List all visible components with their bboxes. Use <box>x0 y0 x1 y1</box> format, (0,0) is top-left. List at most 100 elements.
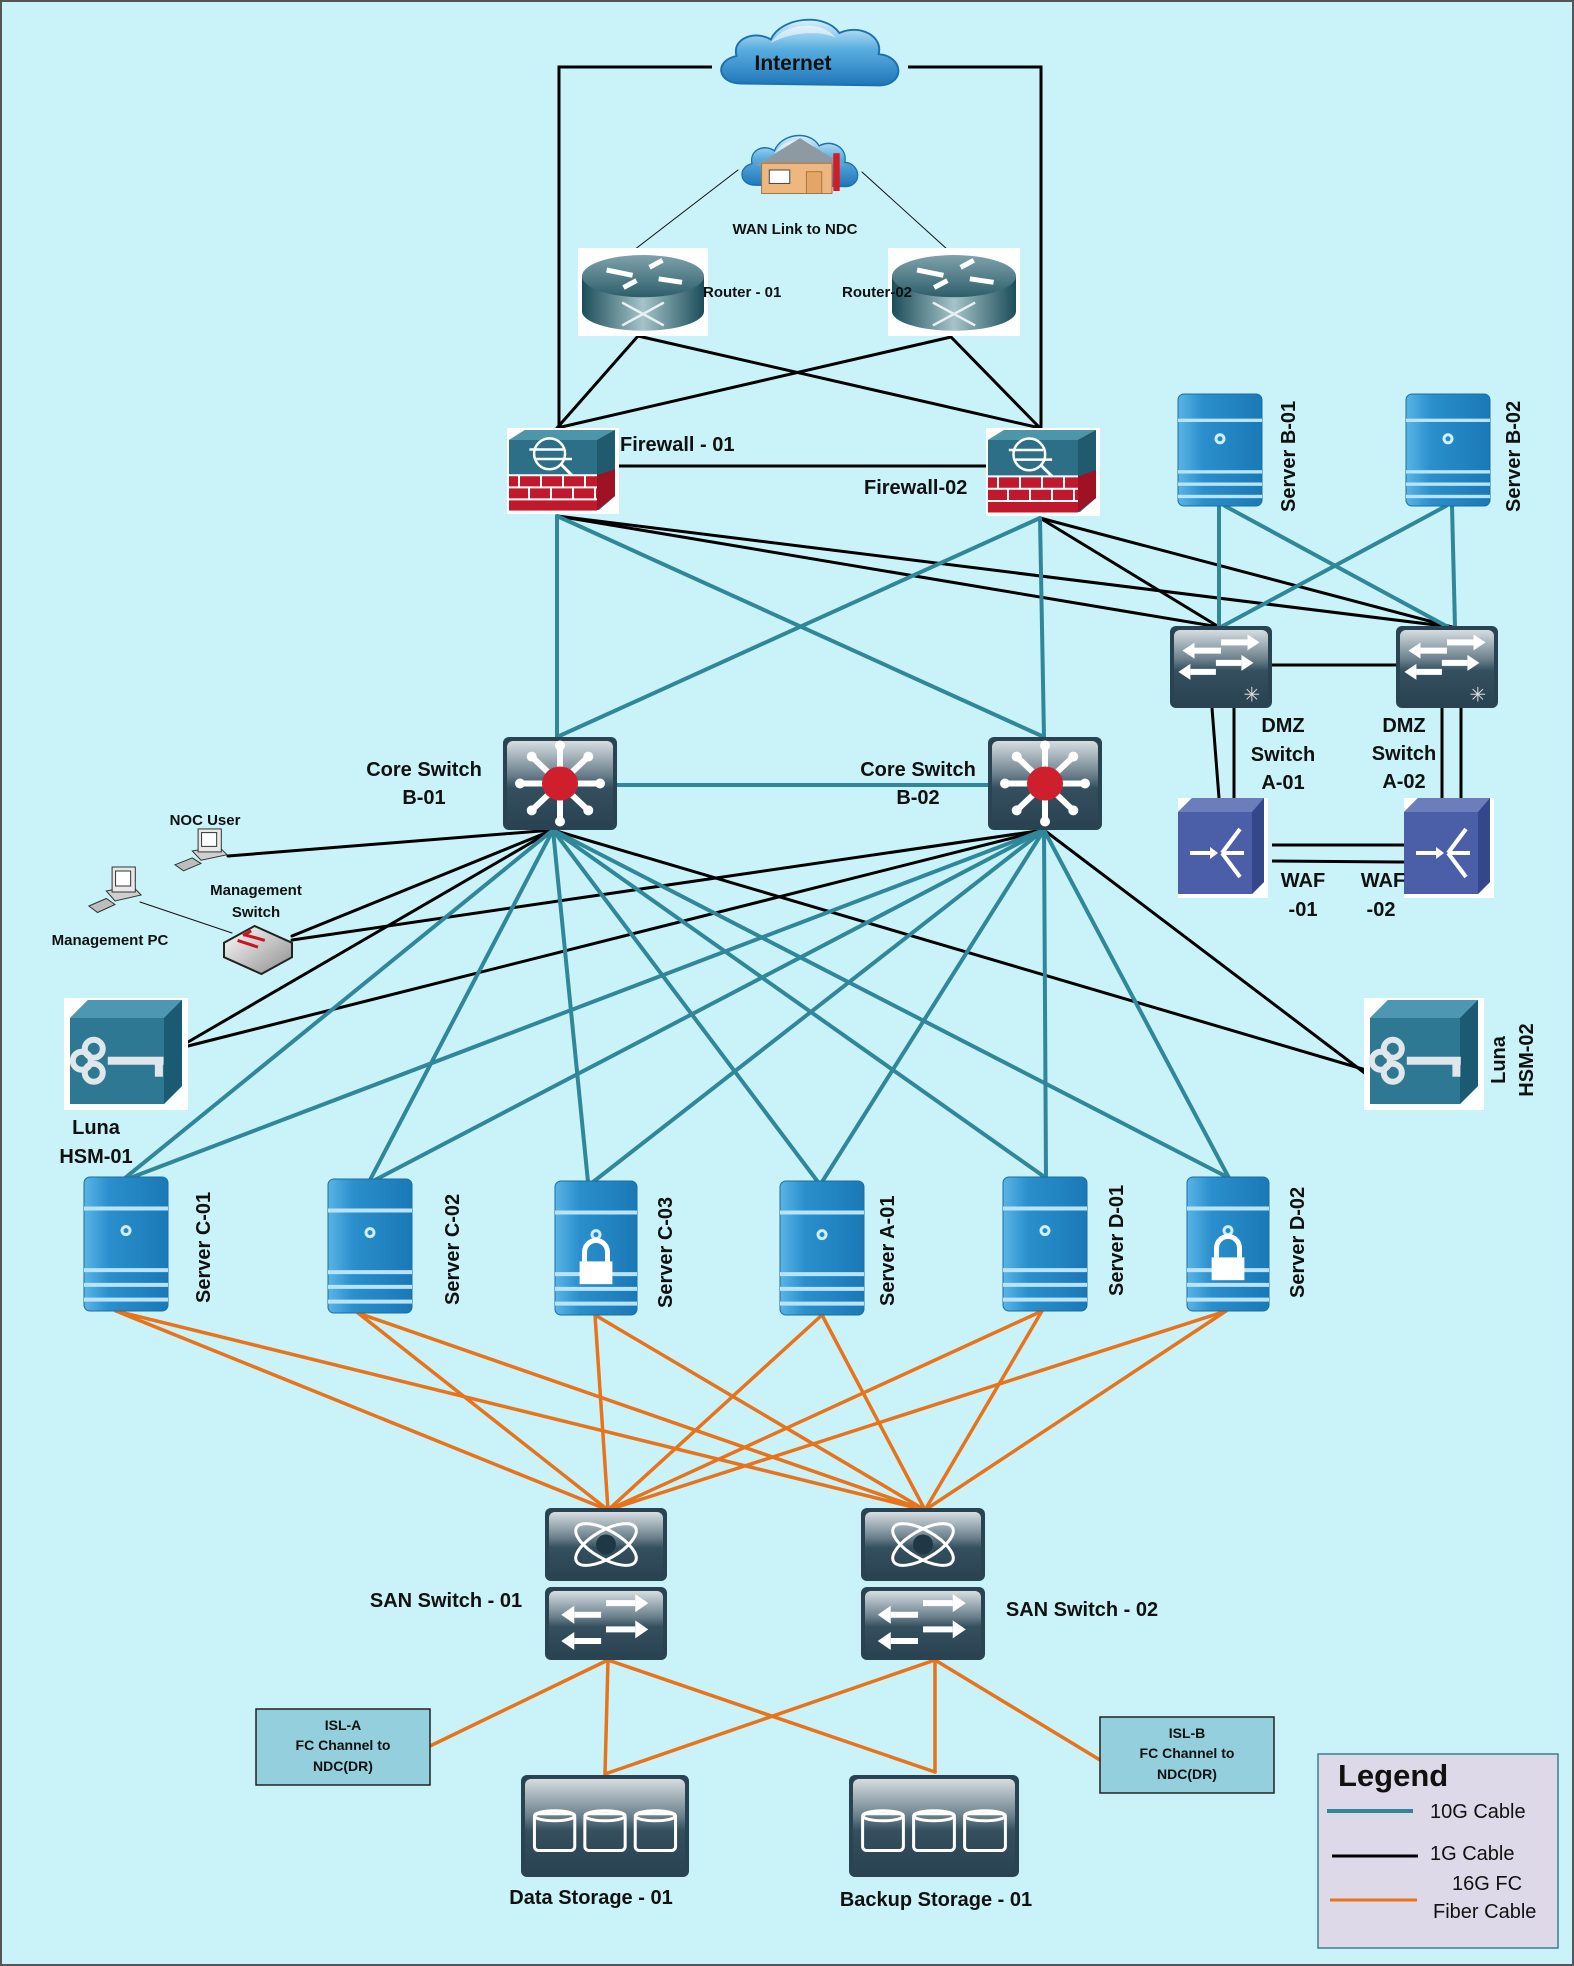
link-fw2-dmz1 <box>1038 516 1221 629</box>
link-internet-fw2 <box>908 65 1043 428</box>
link-srvC3-san2 <box>593 1313 927 1512</box>
hsm2-label-2: HSM-02 <box>1516 1023 1538 1096</box>
hsm1-label-2: HSM-01 <box>59 1146 132 1168</box>
link-fw1-dmz2 <box>555 514 1454 629</box>
ds1-node[interactable] <box>521 1775 689 1877</box>
layer3-switch-icon <box>503 737 617 830</box>
dmz1-node[interactable]: ✳ <box>1170 626 1272 708</box>
noc-node[interactable] <box>173 828 229 872</box>
san1-node[interactable] <box>545 1508 667 1660</box>
hsm1-label-1: Luna <box>72 1117 121 1139</box>
link-core2-srvD2 <box>1042 828 1231 1180</box>
dmz2-label-2: Switch <box>1372 743 1436 765</box>
legend-label-1g: 1G Cable <box>1430 1843 1515 1865</box>
nodes-layer: ✳✳ <box>64 18 1498 1877</box>
fw1-label: Firewall - 01 <box>620 434 735 456</box>
storage-array-icon <box>521 1775 689 1877</box>
wan-node[interactable] <box>741 134 859 195</box>
san2-node[interactable] <box>861 1508 985 1660</box>
link-core2-srvA1 <box>820 828 1046 1184</box>
internet-node[interactable] <box>720 18 900 87</box>
srvD2-label: Server D-02 <box>1287 1187 1309 1298</box>
svg-text:✳: ✳ <box>1243 684 1260 706</box>
link-core1-hsm2 <box>551 828 1368 1072</box>
waf1-label-1: WAF <box>1281 870 1325 892</box>
srvD2-node[interactable] <box>1186 1176 1270 1312</box>
workgroup-switch-icon <box>223 924 293 976</box>
srvA1-node[interactable] <box>779 1180 865 1316</box>
server-icon <box>1405 393 1491 507</box>
mgmtsw-node[interactable] <box>223 924 293 976</box>
bs1-label: Backup Storage - 01 <box>840 1889 1032 1911</box>
core1-node[interactable] <box>503 737 617 830</box>
srvB1-node[interactable] <box>1177 393 1263 507</box>
srvB2-node[interactable] <box>1405 393 1491 507</box>
link-core1-srvD2 <box>551 828 1231 1180</box>
san1-label: SAN Switch - 01 <box>370 1590 522 1612</box>
hsm1-node[interactable] <box>64 998 188 1110</box>
link-srvC1-san2 <box>114 1309 927 1512</box>
server-icon <box>1002 1176 1088 1312</box>
server-icon <box>1177 393 1263 507</box>
srvC3-label: Server C-03 <box>655 1197 677 1308</box>
storage-array-icon <box>849 1775 1019 1877</box>
fw2-node[interactable] <box>986 428 1100 516</box>
link-router1-fw1 <box>555 334 640 430</box>
hsm2-node[interactable] <box>1364 998 1484 1110</box>
hsm2-label-1: Luna <box>1488 1035 1510 1084</box>
core2-node[interactable] <box>988 737 1102 830</box>
link-dmz1-waf1-1 <box>1210 707 1221 799</box>
noc-label: NOC User <box>170 812 241 829</box>
srvC1-node[interactable] <box>83 1176 169 1312</box>
link-fw2-dmz2 <box>1038 516 1454 629</box>
legend-label-10g: 10G Cable <box>1430 1801 1526 1823</box>
link-san1-ds1 <box>603 1658 610 1776</box>
islB-label-3: NDC(DR) <box>1157 1766 1217 1782</box>
legend-label-fc-1: 16G FC <box>1452 1873 1522 1895</box>
layer3-switch-icon <box>988 737 1102 830</box>
fw2-label: Firewall-02 <box>864 477 967 499</box>
firewall-icon <box>986 428 1100 516</box>
dmz2-node[interactable]: ✳ <box>1396 626 1498 708</box>
mgmtpc-label: Management PC <box>52 932 169 949</box>
waf1-node[interactable] <box>1178 798 1268 898</box>
core2-label-1: Core Switch <box>860 759 976 781</box>
srvC2-node[interactable] <box>327 1178 413 1314</box>
srvC3-node[interactable] <box>554 1180 638 1316</box>
san2-label: SAN Switch - 02 <box>1006 1599 1158 1621</box>
link-core2-srvC2 <box>373 828 1046 1182</box>
islB-node[interactable] <box>1099 1716 1275 1794</box>
core1-label-1: Core Switch <box>366 759 482 781</box>
router2-label: Router-02 <box>842 284 912 301</box>
link-srvB2-dmz2 <box>1450 504 1457 629</box>
link-router1-fw2 <box>636 334 1042 430</box>
srvD1-label: Server D-01 <box>1106 1185 1128 1296</box>
waf2-node[interactable] <box>1404 798 1494 898</box>
mgmtpc-node[interactable] <box>87 866 143 914</box>
home-office-icon <box>755 138 845 195</box>
link-srvA1-san1 <box>606 1313 824 1512</box>
fw1-node[interactable] <box>507 428 619 514</box>
link-wan-router1 <box>633 169 739 251</box>
svg-text:✳: ✳ <box>1469 684 1486 706</box>
islA-label-3: NDC(DR) <box>313 1758 373 1774</box>
islA-label-1: ISL-A <box>325 1717 362 1733</box>
link-srvD1-san1 <box>606 1309 1044 1512</box>
link-srvC1-san1 <box>114 1309 610 1512</box>
internet-label: Internet <box>754 52 831 75</box>
bs1-node[interactable] <box>849 1775 1019 1877</box>
islA-node[interactable] <box>255 1708 431 1786</box>
waf2-label-1: WAF <box>1361 870 1405 892</box>
link-srvA1-san2 <box>820 1313 927 1512</box>
legend-title: Legend <box>1338 1758 1448 1793</box>
router2-node[interactable] <box>888 248 1020 336</box>
link-core1-hsm1 <box>186 828 555 1044</box>
link-core2-srvC1 <box>128 828 1046 1180</box>
srvD1-node[interactable] <box>1002 1176 1088 1312</box>
ds1-label: Data Storage - 01 <box>509 1887 672 1909</box>
link-san2-islB <box>933 1658 1102 1762</box>
link-mgmtpc-mgmtsw <box>139 901 233 934</box>
link-core1-noc <box>226 828 555 858</box>
router1-node[interactable] <box>578 248 708 336</box>
